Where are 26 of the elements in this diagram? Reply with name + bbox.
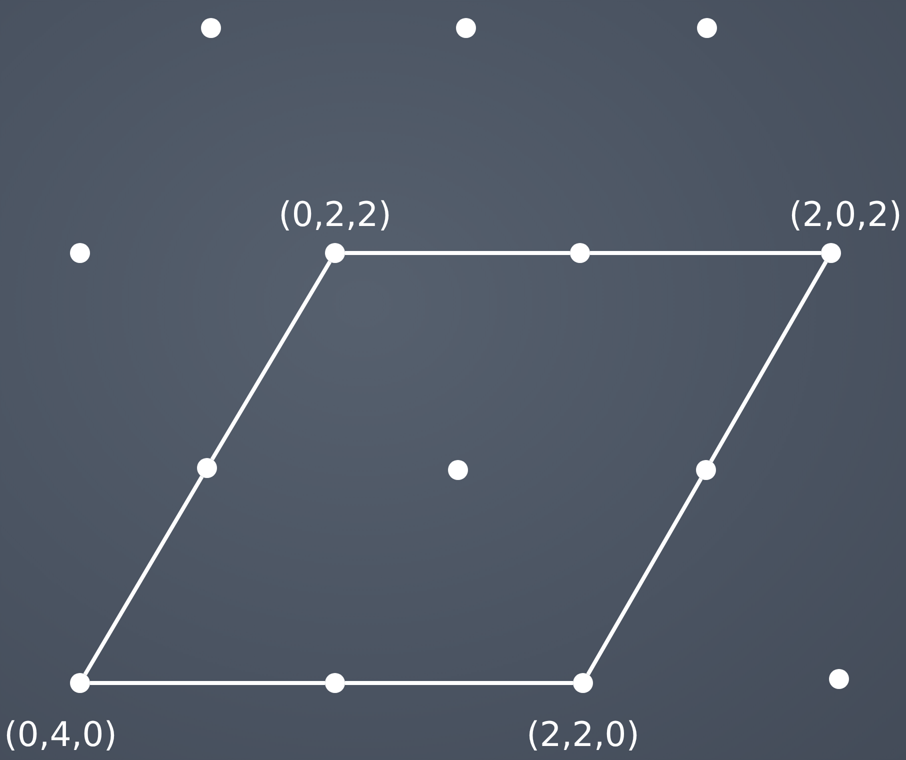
coordinate-label: (2,0,2) [788,198,902,232]
lattice-point [197,458,217,478]
lattice-point [325,243,345,263]
line-segment [586,478,703,676]
lattice-point [70,243,90,263]
line-segment [345,681,573,685]
line-segment [345,251,570,255]
lattice-point [697,18,717,38]
line-segment [210,260,332,460]
lattice-point [201,18,221,38]
lattice-point [456,18,476,38]
coordinate-label: (0,4,0) [4,718,118,752]
line-segment [83,476,204,676]
lattice-point [325,673,345,693]
lattice-point [448,460,468,480]
lattice-point [573,673,593,693]
coordinate-label: (2,2,0) [526,718,640,752]
lattice-point [829,669,849,689]
line-segment [90,681,325,685]
lattice-point [570,243,590,263]
coordinate-label: (0,2,2) [278,198,392,232]
line-segment [590,251,821,255]
lattice-point [696,460,716,480]
lattice-point [821,243,841,263]
lattice-point [70,673,90,693]
line-segment [709,260,828,462]
